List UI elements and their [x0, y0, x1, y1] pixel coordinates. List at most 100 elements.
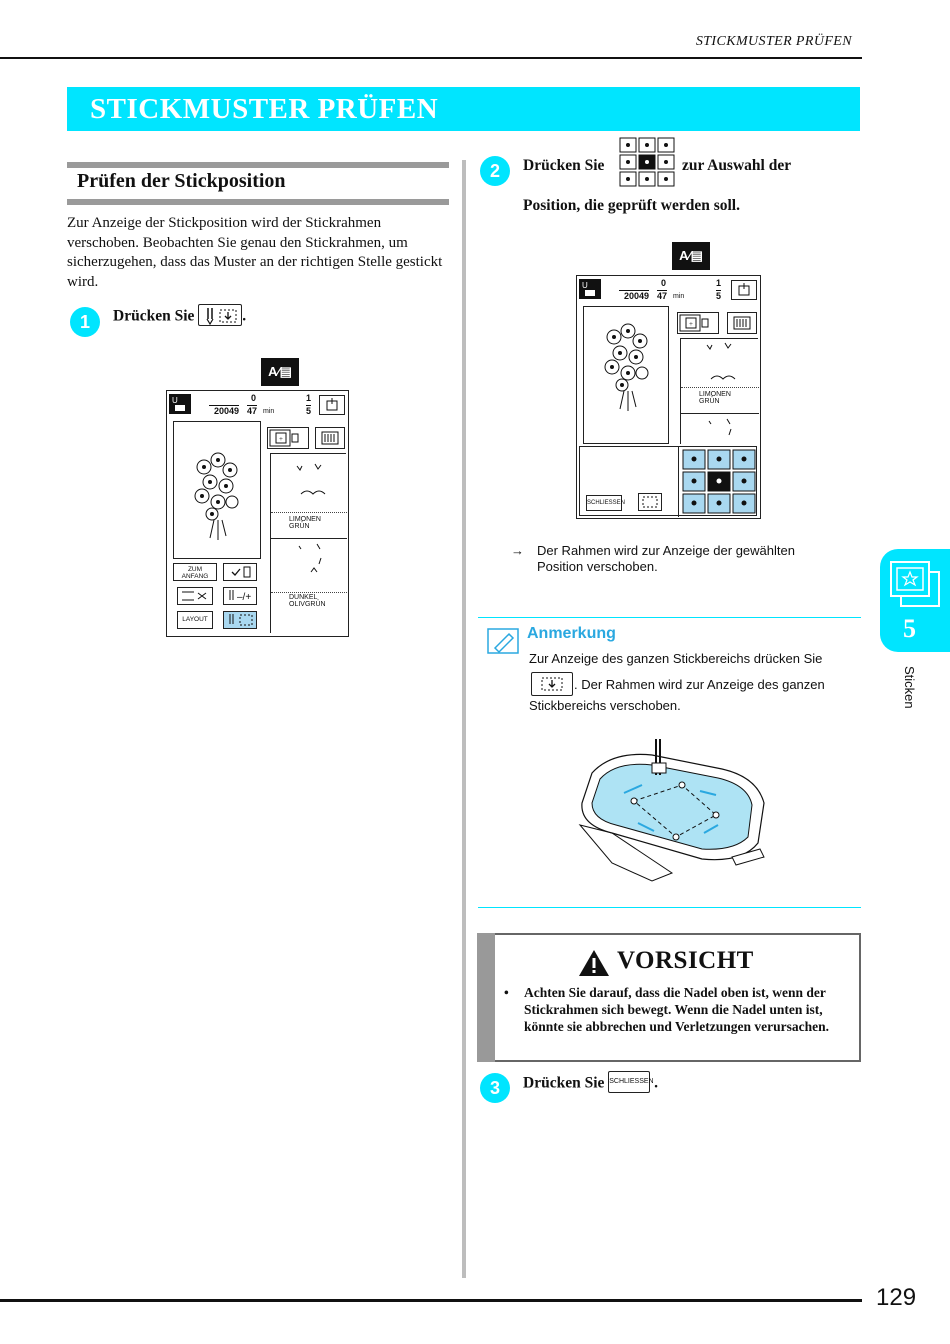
- step-2-result: → Der Rahmen wird zur Anzeige der gewähl…: [511, 543, 837, 575]
- presser-foot-icon: U: [582, 281, 595, 296]
- time-unit: min: [263, 408, 275, 415]
- close-button[interactable]: SCHLIESSEN: [608, 1071, 654, 1093]
- time-bottom: 47: [247, 405, 258, 416]
- note-heading: Anmerkung: [527, 625, 616, 642]
- screen-2-mode-icon: A⁄▤: [672, 242, 710, 270]
- screen-2-time-top: 0: [661, 278, 667, 288]
- warning-icon: [578, 949, 610, 982]
- position-panel: SCHLIESSEN: [579, 446, 758, 517]
- screen-2-hoop-button[interactable]: [727, 312, 757, 334]
- step-3-period: .: [654, 1074, 658, 1092]
- step-1-number: 1: [70, 307, 100, 337]
- screen-2-stitch-count: 20049: [619, 290, 649, 301]
- layout-button[interactable]: LAYOUT: [177, 611, 213, 629]
- svg-text:–/+: –/+: [237, 592, 251, 603]
- caution-text: Achten Sie darauf, dass die Nadel oben i…: [524, 985, 830, 1034]
- section-rule-top: [67, 162, 449, 168]
- frame-icon: [326, 398, 338, 411]
- screen-2-thread-1-name: LIMONEN GRÜN: [699, 391, 731, 405]
- step-3-number: 3: [480, 1073, 510, 1103]
- forward-back-button[interactable]: –/+: [223, 587, 257, 605]
- screen-2-color-bottom: 5: [716, 290, 722, 301]
- step-2-label: Drücken Sie: [523, 157, 605, 174]
- running-header: STICKMUSTER PRÜFEN: [695, 34, 852, 49]
- embroidery-chapter-icon: [890, 561, 940, 607]
- screen-2: U 20049 0 47 min 1 5 + LIMONEN GRÜN SCHL: [576, 275, 761, 519]
- start-button[interactable]: ZUM ANFANG: [173, 563, 217, 581]
- footer-rule: [0, 1299, 862, 1302]
- step-2-number: 2: [480, 156, 510, 186]
- caution-box: [477, 933, 861, 1062]
- note-icon: [487, 628, 521, 661]
- screen-1-mode-icon: A⁄▤: [261, 358, 299, 386]
- note-line-2: . Der Rahmen wird zur Anzeige des ganzen: [574, 677, 825, 692]
- needle-plus-minus-icon: –/+: [229, 590, 251, 603]
- screen-2-color-top: 1: [716, 278, 722, 288]
- frame-icon: [738, 283, 750, 296]
- screen-1-frame-size-button[interactable]: +: [267, 427, 309, 449]
- screen-2-mode-badge: U: [579, 279, 601, 299]
- pattern-part-2-icon: [708, 418, 732, 436]
- svg-text:U: U: [172, 396, 178, 405]
- note-line-1: Zur Anzeige des ganzen Stickbereichs drü…: [529, 651, 823, 666]
- position-grid-icon: [619, 137, 675, 187]
- cut-button[interactable]: [177, 587, 213, 605]
- frame-area-icon: [642, 496, 658, 508]
- section-heading: Prüfen der Stickposition: [77, 170, 286, 192]
- page-title-bar: STICKMUSTER PRÜFEN: [67, 87, 860, 131]
- flower-bouquet-icon: [194, 452, 239, 540]
- chapter-number: 5: [903, 614, 916, 643]
- screen-2-time-bottom: 47: [657, 290, 668, 301]
- time-top: 0: [251, 393, 257, 403]
- pattern-part-2-icon: [298, 543, 322, 573]
- screen-2-frame-button[interactable]: [731, 280, 757, 300]
- hoop-icon: [733, 316, 751, 330]
- pencil-note-icon: [487, 628, 519, 654]
- result-text: Der Rahmen wird zur Anzeige der gewählte…: [537, 543, 795, 574]
- position-grid-icon: [682, 449, 756, 514]
- hoop-illustration: [572, 733, 772, 890]
- svg-text:U: U: [582, 281, 588, 290]
- step-3-text: Drücken Sie SCHLIESSEN .: [523, 1071, 658, 1095]
- header-rule: [0, 57, 862, 59]
- section-rule-bottom: [67, 199, 449, 205]
- full-area-button[interactable]: [531, 672, 573, 696]
- column-divider: [462, 160, 466, 1278]
- page-title: STICKMUSTER PRÜFEN: [90, 93, 439, 125]
- svg-text:+: +: [279, 435, 283, 443]
- check-icon: [231, 566, 251, 578]
- check-thread-button[interactable]: [223, 563, 257, 581]
- note-bottom-rule: [478, 907, 861, 908]
- color-top: 1: [306, 393, 312, 403]
- position-grid: [678, 447, 758, 517]
- pattern-part-icon: [296, 463, 326, 495]
- screen-1-hoop-button[interactable]: [315, 427, 345, 449]
- svg-text:+: +: [689, 320, 693, 328]
- screen-1-pattern-preview: [173, 421, 261, 559]
- step-2-line2: Position, die geprüft werden soll.: [523, 197, 740, 214]
- check-position-button[interactable]: [198, 304, 243, 326]
- position-grid-button[interactable]: [619, 137, 675, 187]
- hoop-icon: [321, 431, 339, 445]
- color-bottom: 5: [306, 405, 312, 416]
- step-1-label: Drücken Sie: [113, 307, 195, 325]
- screen-2-frame-size-button[interactable]: +: [677, 312, 719, 334]
- step-2-text-after: zur Auswahl der: [682, 157, 792, 174]
- screen-1-frame-button[interactable]: [319, 395, 345, 415]
- close-button-screen[interactable]: SCHLIESSEN: [586, 495, 625, 511]
- check-position-button-screen[interactable]: [223, 611, 257, 629]
- screen-1-mode-badge: U: [169, 394, 191, 414]
- caution-bullet: •: [504, 985, 509, 1000]
- needle-frame-icon: [206, 308, 237, 326]
- intro-paragraph: Zur Anzeige der Stickposition wird der S…: [67, 215, 443, 290]
- note-line-3: Stickbereichs verschoben.: [529, 698, 681, 713]
- screen-2-thread-list: LIMONEN GRÜN: [680, 338, 759, 444]
- flower-bouquet-icon: [604, 323, 649, 411]
- screen-1-thread-list: LIMONEN GRÜN DUNKEL OLIVGRÜN: [270, 453, 347, 633]
- step-1-text: Drücken Sie .: [113, 304, 246, 328]
- presser-foot-icon: U: [172, 396, 185, 411]
- page-number: 129: [876, 1284, 917, 1311]
- full-area-button-screen[interactable]: [638, 493, 662, 511]
- caution-title: VORSICHT: [617, 947, 754, 974]
- scissors-icon: [182, 591, 207, 601]
